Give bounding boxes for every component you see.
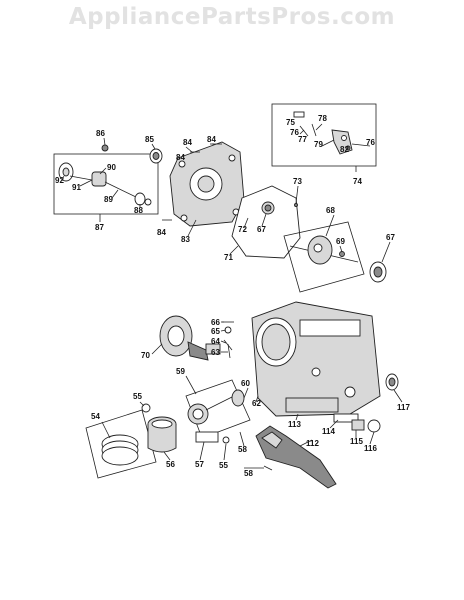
connecting-rod-part [187,389,245,425]
crankshaft-part [289,235,359,265]
callout-88: 88 [134,206,143,215]
callout-112: 112 [306,439,319,448]
callout-76-b: 76 [366,138,375,147]
callout-84-c: 84 [176,153,185,162]
group-68-box [283,221,365,293]
callout-65: 65 [211,327,220,336]
camshaft-part [159,315,221,361]
callout-78: 78 [318,114,327,123]
callout-92: 92 [55,176,64,185]
callout-85: 85 [145,135,154,144]
callout-63: 63 [211,348,220,357]
callout-76-a: 76 [290,128,299,137]
callout-66: 66 [211,318,220,327]
callout-84-a: 84 [183,138,192,147]
callout-83: 83 [181,235,190,244]
callout-74: 74 [353,177,362,186]
callout-67-b: 67 [386,233,395,242]
bolts-84 [101,143,222,221]
callout-54: 54 [91,412,100,421]
callout-75: 75 [286,118,295,127]
engine-block-part [251,301,381,417]
callout-70: 70 [141,351,150,360]
group-87-box [53,153,159,222]
piston-rings-part [101,434,139,466]
callout-116: 116 [364,444,377,453]
dipstick-parts-114-116 [333,413,381,433]
callout-72: 72 [238,225,247,234]
piston-part [147,416,177,453]
callout-84-b: 84 [207,135,216,144]
callout-55-a: 55 [133,392,142,401]
callout-117: 117 [397,403,410,412]
callout-84-d: 84 [157,228,166,237]
callout-82: 82 [340,145,349,154]
bolts-58 [239,431,273,471]
oil-seal-117 [385,373,399,391]
callout-62: 62 [252,399,261,408]
callout-87: 87 [95,223,104,232]
callout-113: 113 [288,420,301,429]
callout-77: 77 [298,135,307,144]
callout-91: 91 [72,183,81,192]
callout-68: 68 [326,206,335,215]
callout-89: 89 [104,195,113,204]
callout-79: 79 [314,140,323,149]
group-54-box [85,409,157,479]
wrist-pin-57-clips-55 [141,403,230,444]
watermark-text: AppliancePartsPros.com [68,4,396,30]
callout-69: 69 [336,237,345,246]
gasket-part [231,185,301,259]
governor-shaft-parts [58,162,152,206]
bearing-67 [369,261,387,283]
callout-114: 114 [322,427,335,436]
crankcase-cover-part [169,141,245,227]
callout-64: 64 [211,337,220,346]
callout-59: 59 [176,367,185,376]
callout-60: 60 [241,379,250,388]
group-74-box [271,103,377,172]
callout-67-a: 67 [257,225,266,234]
leader-lines [61,123,403,469]
callout-55-b: 55 [219,461,228,470]
callout-71: 71 [224,253,233,262]
callout-58-b: 58 [244,469,253,478]
callout-57: 57 [195,460,204,469]
callout-90: 90 [107,163,116,172]
callout-73: 73 [293,177,302,186]
oil-seal-85 [149,148,163,164]
callout-86: 86 [96,129,105,138]
callout-115: 115 [350,437,363,446]
oil-guard-part [255,425,337,489]
callout-58-a: 58 [238,445,247,454]
callout-56: 56 [166,460,175,469]
small-parts-66-63 [222,321,234,359]
